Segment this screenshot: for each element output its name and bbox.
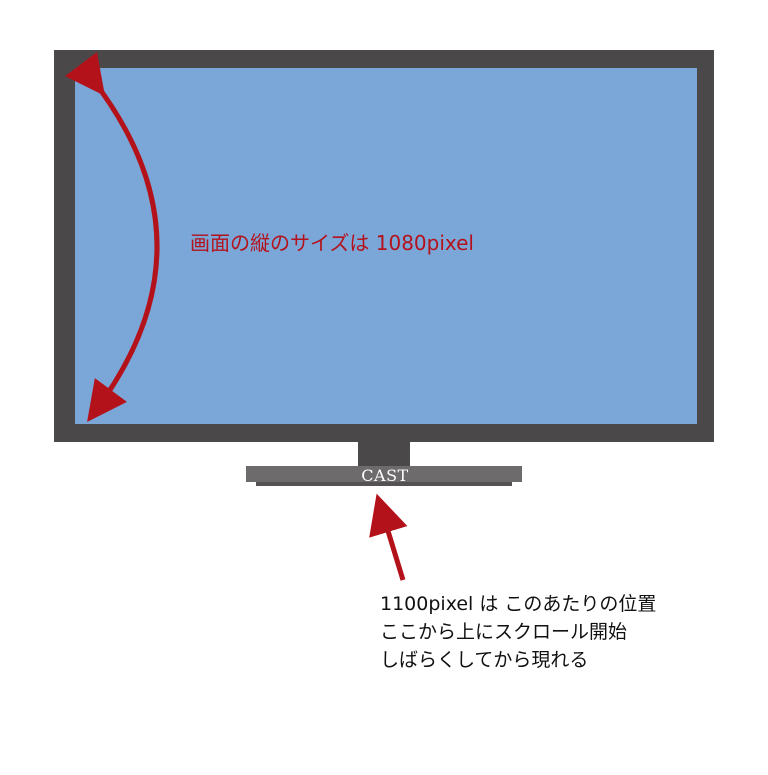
monitor-stand-base xyxy=(246,466,522,482)
scroll-note: 1100pixel は このあたりの位置 ここから上にスクロール開始 しばらくし… xyxy=(380,590,656,674)
screen-height-arrow xyxy=(64,51,160,423)
monitor-screen xyxy=(75,68,697,424)
screen-height-label: 画面の縦のサイズは 1080pixel xyxy=(190,231,474,255)
scroll-note-line: ここから上にスクロール開始 xyxy=(380,621,628,643)
monitor-neck xyxy=(358,442,410,466)
scroll-position-arrow xyxy=(369,493,408,581)
monitor-stand-base-shadow xyxy=(256,480,512,486)
brand-label: CAST xyxy=(361,466,409,485)
scroll-note-line: しばらくしてから現れる xyxy=(380,649,589,671)
scroll-note-line: 1100pixel は このあたりの位置 xyxy=(380,593,657,615)
